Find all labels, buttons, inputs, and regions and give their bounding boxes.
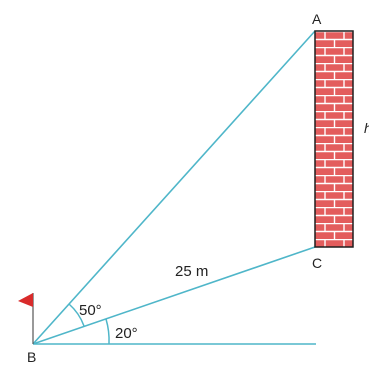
label-point-c: C [312,255,322,271]
angle-arc-20 [105,318,110,345]
label-angle-20: 20° [115,325,138,342]
line-bc [32,246,316,345]
angle-arc-50 [68,303,85,327]
label-point-b: B [27,349,36,365]
label-edge-glyph: h [364,120,369,136]
brick-wall [314,30,354,248]
label-distance: 25 m [175,263,208,280]
label-point-a: A [312,11,322,27]
line-ba [32,30,316,345]
label-angle-50: 50° [79,302,102,319]
flag-icon [18,293,34,344]
